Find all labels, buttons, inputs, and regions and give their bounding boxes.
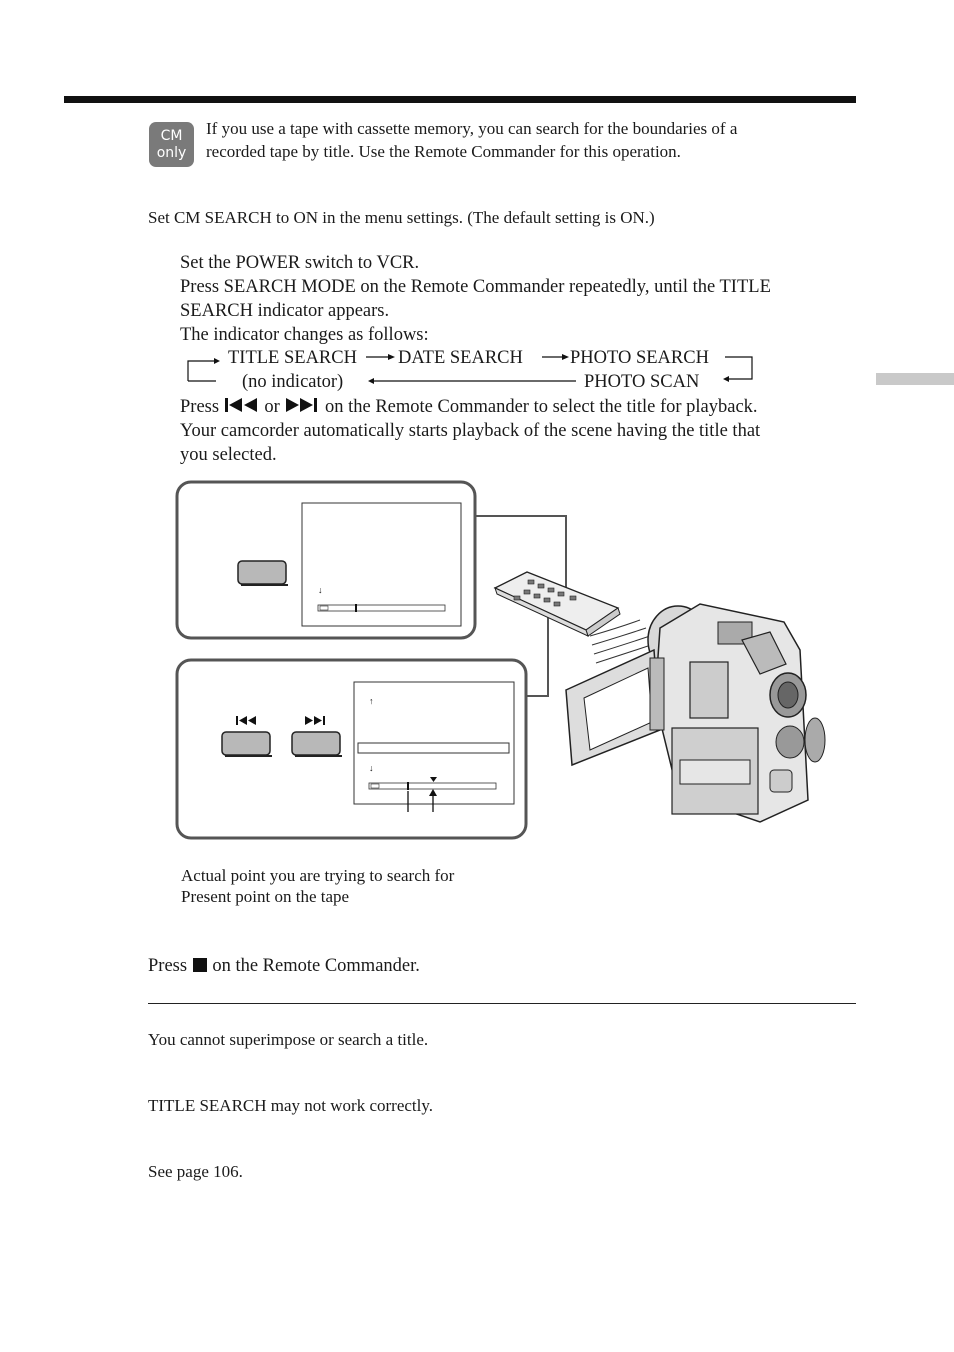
cycle-return-line-left bbox=[187, 360, 214, 381]
badge-line2: only bbox=[156, 144, 187, 161]
indicator-intro: The indicator changes as follows: bbox=[180, 325, 429, 345]
step2-line1: Press SEARCH MODE on the Remote Commande… bbox=[180, 277, 771, 297]
cassette-memory-only-icon: CM only bbox=[149, 122, 194, 167]
step3-line1: Press or on the Remote Commander to sele… bbox=[180, 395, 758, 419]
section-tab bbox=[876, 373, 954, 385]
step1-text: Set the POWER switch to VCR. bbox=[180, 253, 420, 273]
caption-target-point: Actual point you are trying to search fo… bbox=[181, 866, 455, 885]
step2-line2: SEARCH indicator appears. bbox=[180, 301, 390, 321]
stop-instruction: Press on the Remote Commander. bbox=[148, 954, 420, 978]
notes-rule bbox=[148, 1003, 856, 1004]
cycle-date-search: DATE SEARCH bbox=[398, 348, 523, 368]
cycle-photo-scan: PHOTO SCAN bbox=[584, 372, 699, 392]
step3-rest: on the Remote Commander to select the ti… bbox=[324, 397, 758, 417]
stop-press: Press bbox=[148, 956, 188, 976]
svg-text:↑: ↑ bbox=[369, 696, 374, 706]
arrow-photo-search-to-scan bbox=[725, 356, 753, 380]
svg-text:↓: ↓ bbox=[318, 585, 323, 595]
next-icon bbox=[286, 398, 318, 412]
title-search-illustration: ↓ ↑ ↓ bbox=[175, 480, 826, 840]
caption-present-point: Present point on the tape bbox=[181, 887, 350, 906]
setup-note: Set CM SEARCH to ON in the menu settings… bbox=[148, 208, 655, 227]
cycle-photo-search: PHOTO SEARCH bbox=[570, 348, 709, 368]
note-title-search: TITLE SEARCH may not work correctly. bbox=[148, 1096, 433, 1115]
stop-icon bbox=[192, 958, 207, 972]
intro-line2: recorded tape by title. Use the Remote C… bbox=[206, 142, 681, 161]
previous-icon bbox=[224, 398, 257, 412]
svg-text:↓: ↓ bbox=[369, 763, 374, 773]
stop-rest: on the Remote Commander. bbox=[212, 956, 420, 976]
search-mode-button bbox=[237, 560, 287, 585]
intro-line1: If you use a tape with cassette memory, … bbox=[206, 119, 738, 138]
step3-line3: you selected. bbox=[180, 445, 277, 465]
note-see-page: See page 106. bbox=[148, 1162, 243, 1181]
cycle-title-search: TITLE SEARCH bbox=[228, 348, 357, 368]
indicator-cycle-diagram: TITLE SEARCH DATE SEARCH PHOTO SEARCH (n… bbox=[187, 348, 753, 392]
camcorder bbox=[565, 603, 826, 823]
step3-or: or bbox=[264, 397, 280, 417]
note-superimpose: You cannot superimpose or search a title… bbox=[148, 1030, 429, 1049]
cycle-no-indicator: (no indicator) bbox=[242, 372, 343, 392]
step3-press: Press bbox=[180, 397, 220, 417]
remote-commander bbox=[493, 571, 621, 637]
previous-button bbox=[221, 731, 271, 756]
viewfinder-screen-top bbox=[301, 502, 462, 627]
step3-line2: Your camcorder automatically starts play… bbox=[180, 421, 761, 441]
badge-line1: CM bbox=[160, 127, 183, 144]
next-button bbox=[291, 731, 341, 756]
header-rule bbox=[64, 96, 856, 103]
